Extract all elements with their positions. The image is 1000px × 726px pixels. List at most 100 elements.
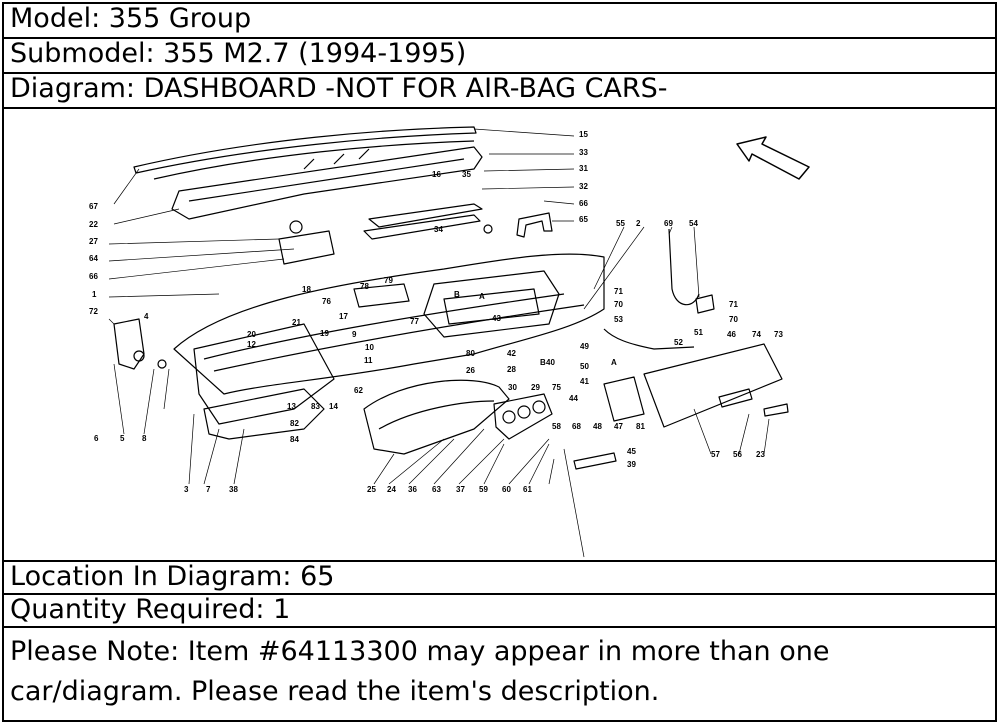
callout-27: 27 xyxy=(89,237,98,246)
callout-57: 57 xyxy=(711,450,720,459)
callout-19: 19 xyxy=(320,329,329,338)
callout-29: 29 xyxy=(531,383,540,392)
callout-76: 76 xyxy=(322,297,331,306)
callout-32: 32 xyxy=(579,182,588,191)
callout-25: 25 xyxy=(367,485,376,494)
callout-77: 77 xyxy=(410,317,419,326)
callout-39: 39 xyxy=(627,460,636,469)
submodel-value: 355 M2.7 (1994-1995) xyxy=(163,39,467,69)
callout-59: 59 xyxy=(479,485,488,494)
glove-box xyxy=(643,343,783,428)
callout-42: 42 xyxy=(507,349,516,358)
callout-A: A xyxy=(479,292,485,301)
callout-81: 81 xyxy=(636,422,645,431)
location-value: 65 xyxy=(300,562,335,592)
callout-48: 48 xyxy=(593,422,602,431)
callout-36: 36 xyxy=(408,485,417,494)
callout-79: 79 xyxy=(384,276,393,285)
callout-60: 60 xyxy=(502,485,511,494)
callout-45: 45 xyxy=(627,447,636,456)
callout-16: 16 xyxy=(432,170,441,179)
callout-63: 63 xyxy=(432,485,441,494)
gauge-panel xyxy=(493,393,553,440)
leader-lines xyxy=(108,128,770,558)
callout-30: 30 xyxy=(508,383,517,392)
callout-40: 40 xyxy=(546,358,555,367)
dashboard-body xyxy=(173,253,605,395)
callout-17: 17 xyxy=(339,312,348,321)
callout-82: 82 xyxy=(290,419,299,428)
callout-69: 69 xyxy=(664,219,673,228)
callout-26: 26 xyxy=(466,366,475,375)
callout-55: 55 xyxy=(616,219,625,228)
callout-65: 65 xyxy=(579,215,588,224)
callout-9: 9 xyxy=(352,330,357,339)
callout-67: 67 xyxy=(89,202,98,211)
bracket-54 xyxy=(695,294,715,314)
callout-7: 7 xyxy=(206,485,211,494)
windshield-trim-strip xyxy=(133,126,477,174)
callout-49: 49 xyxy=(580,342,589,351)
callout-B: B xyxy=(454,290,460,299)
quantity-value: 1 xyxy=(273,595,291,625)
callout-37: 37 xyxy=(456,485,465,494)
bracket-65 xyxy=(516,212,553,238)
defroster-panel xyxy=(171,146,483,220)
callout-78: 78 xyxy=(360,282,369,291)
callout-1: 1 xyxy=(92,290,97,299)
callout-58: 58 xyxy=(552,422,561,431)
diagram-title-row: Diagram: DASHBOARD -NOT FOR AIR-BAG CARS… xyxy=(4,74,995,109)
callout-68: 68 xyxy=(572,422,581,431)
callout-24: 24 xyxy=(387,485,396,494)
callout-71: 71 xyxy=(614,287,623,296)
callout-75: 75 xyxy=(552,383,561,392)
submodel-row: Submodel: 355 M2.7 (1994-1995) xyxy=(4,39,995,74)
callout-74: 74 xyxy=(752,330,761,339)
instrument-hood xyxy=(423,270,560,338)
right-bracket xyxy=(603,376,645,422)
mount-plate xyxy=(278,230,335,265)
callout-44: 44 xyxy=(569,394,578,403)
callout-47: 47 xyxy=(614,422,623,431)
callout-28: 28 xyxy=(507,365,516,374)
callout-18: 18 xyxy=(302,285,311,294)
cable-53 xyxy=(603,328,695,350)
quantity-row: Quantity Required: 1 xyxy=(4,595,995,628)
callout-72: 72 xyxy=(89,307,98,316)
callout-70: 70 xyxy=(729,315,738,324)
direction-arrow-icon xyxy=(736,136,810,180)
windshield-trim-strip-inner xyxy=(153,140,475,180)
callout-73: 73 xyxy=(774,330,783,339)
callout-23: 23 xyxy=(756,450,765,459)
please-note: Please Note: Item #64113300 may appear i… xyxy=(4,628,995,720)
left-lower-panel xyxy=(193,323,335,425)
callout-70: 70 xyxy=(614,300,623,309)
callout-53: 53 xyxy=(614,315,623,324)
callout-64: 64 xyxy=(89,254,98,263)
model-row: Model: 355 Group xyxy=(4,4,995,39)
cable-69 xyxy=(668,228,700,306)
part-45 xyxy=(573,452,617,470)
callout-10: 10 xyxy=(365,343,374,352)
callout-33: 33 xyxy=(579,148,588,157)
callout-80: 80 xyxy=(466,349,475,358)
callout-12: 12 xyxy=(247,340,256,349)
part-56 xyxy=(763,403,789,417)
callout-61: 61 xyxy=(523,485,532,494)
callout-51: 51 xyxy=(694,328,703,337)
diagram-label: Diagram: xyxy=(10,74,136,104)
callout-2: 2 xyxy=(636,219,641,228)
quantity-label: Quantity Required: xyxy=(10,595,265,625)
submodel-label: Submodel: xyxy=(10,39,155,69)
callout-56: 56 xyxy=(733,450,742,459)
left-knee-panel xyxy=(203,388,325,440)
callout-13: 13 xyxy=(287,402,296,411)
callout-84: 84 xyxy=(290,435,299,444)
center-console xyxy=(363,379,510,455)
callout-8: 8 xyxy=(142,434,147,443)
callout-50: 50 xyxy=(580,362,589,371)
model-value: 355 Group xyxy=(108,4,252,34)
